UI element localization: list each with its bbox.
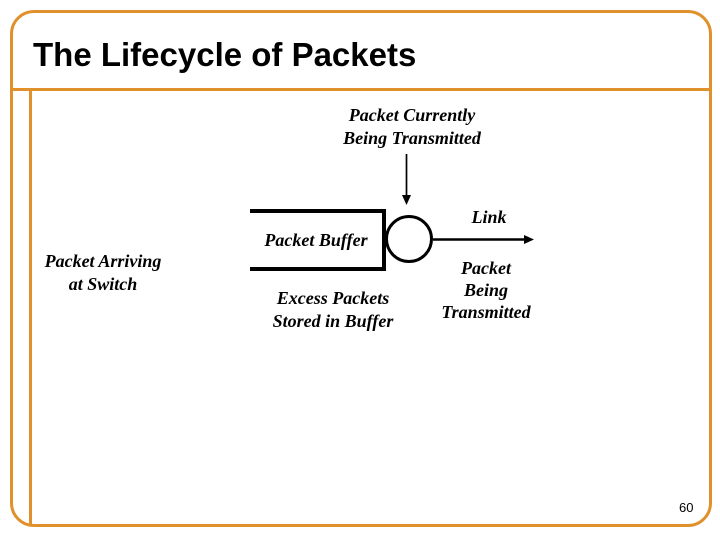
slide-title: The Lifecycle of Packets	[33, 36, 417, 73]
body-left-rule	[29, 91, 32, 524]
label-packet-currently-being-transmitted: Packet Currently Being Transmitted	[343, 105, 481, 148]
label-packet-arriving-at-switch: Packet Arriving at Switch	[44, 251, 162, 294]
packet-buffer-shape: Packet Buffer	[250, 209, 386, 271]
slide-border-frame	[10, 10, 712, 527]
label-packet-buffer: Packet Buffer	[264, 229, 368, 250]
title-divider-line	[10, 88, 712, 91]
page-number: 60	[679, 500, 694, 515]
label-link: Link	[471, 207, 507, 227]
label-excess-packets-stored-in-buffer: Excess Packets Stored in Buffer	[272, 288, 394, 331]
transmitting-packet-circle	[385, 215, 433, 263]
label-packet-being-transmitted: Packet Being Transmitted	[441, 258, 531, 322]
